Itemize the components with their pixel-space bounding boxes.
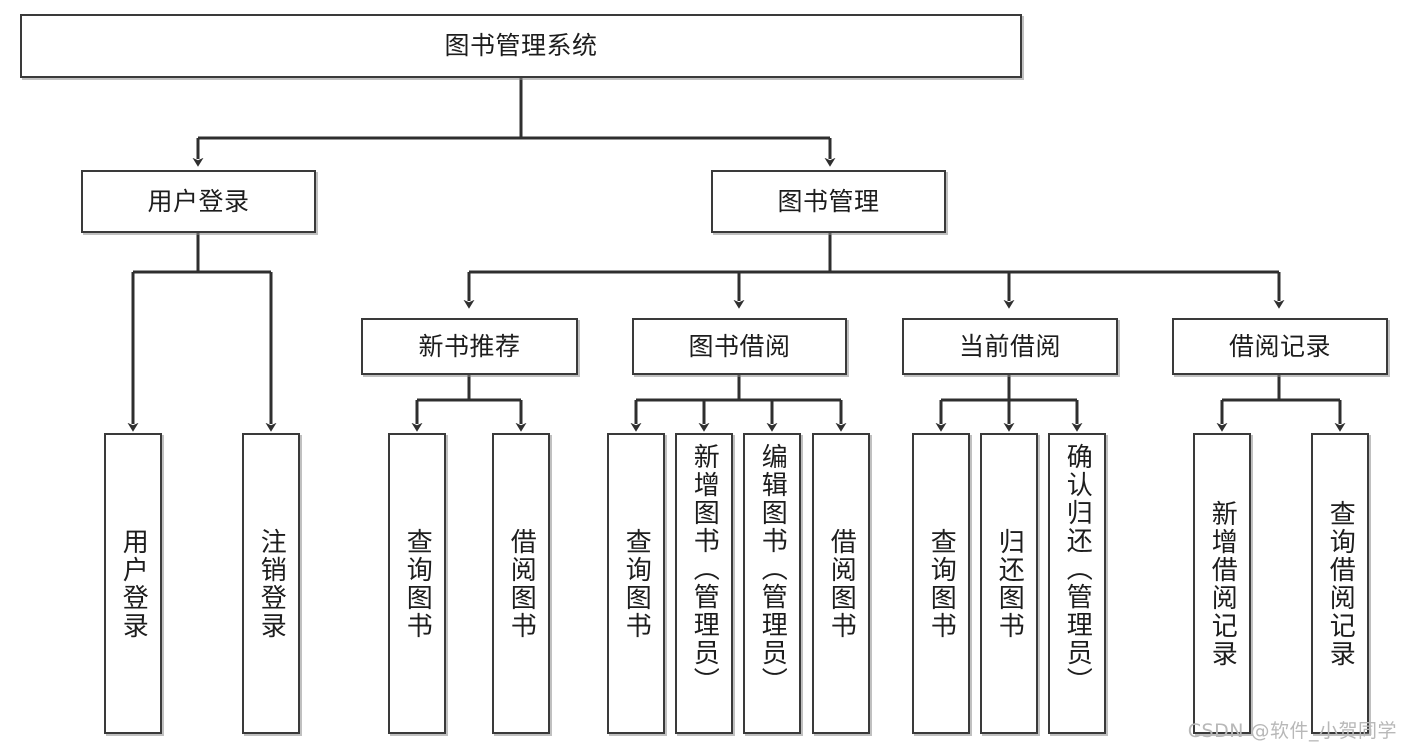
leaf-borrow-book-1[interactable]: 借阅图书 (492, 433, 550, 734)
node-label: 借阅图书 (826, 527, 857, 640)
leaf-logout-login[interactable]: 注销登录 (242, 433, 300, 734)
node-label: 确认归还（管理员） (1062, 443, 1093, 695)
node-book-manage[interactable]: 图书管理 (711, 170, 946, 233)
node-label: 新增借阅记录 (1207, 499, 1238, 668)
node-label: 查询借阅记录 (1325, 499, 1356, 668)
leaf-user-login[interactable]: 用户登录 (104, 433, 162, 734)
node-label: 新书推荐 (418, 331, 521, 361)
node-book-borrow[interactable]: 图书借阅 (632, 318, 847, 375)
leaf-borrow-book-2[interactable]: 借阅图书 (812, 433, 870, 734)
leaf-return-book[interactable]: 归还图书 (980, 433, 1038, 734)
node-label: 编辑图书（管理员） (757, 443, 788, 695)
node-label: 图书借阅 (688, 331, 791, 361)
node-label: 查询图书 (402, 527, 433, 640)
node-borrow-record[interactable]: 借阅记录 (1172, 318, 1388, 375)
leaf-confirm-return[interactable]: 确认归还（管理员） (1048, 433, 1106, 734)
leaf-add-book[interactable]: 新增图书（管理员） (675, 433, 733, 734)
node-label: 借阅记录 (1228, 331, 1331, 361)
node-root-system[interactable]: 图书管理系统 (20, 14, 1022, 78)
node-label: 图书管理 (777, 186, 880, 216)
leaf-query-book-1[interactable]: 查询图书 (388, 433, 446, 734)
leaf-query-book-2[interactable]: 查询图书 (607, 433, 665, 734)
node-label: 查询图书 (621, 527, 652, 640)
node-label: 查询图书 (926, 527, 957, 640)
node-label: 新增图书（管理员） (689, 443, 720, 695)
node-user-login[interactable]: 用户登录 (81, 170, 316, 233)
node-current-borrow[interactable]: 当前借阅 (902, 318, 1118, 375)
node-label: 借阅图书 (506, 527, 537, 640)
node-label: 用户登录 (118, 527, 149, 640)
node-label: 归还图书 (994, 527, 1025, 640)
node-label: 注销登录 (256, 527, 287, 640)
node-label: 用户登录 (147, 186, 250, 216)
leaf-edit-book[interactable]: 编辑图书（管理员） (743, 433, 801, 734)
leaf-query-record[interactable]: 查询借阅记录 (1311, 433, 1369, 734)
csdn-watermark: CSDN @软件_小贺同学 (1187, 720, 1397, 742)
leaf-query-book-3[interactable]: 查询图书 (912, 433, 970, 734)
leaf-add-record[interactable]: 新增借阅记录 (1193, 433, 1251, 734)
node-label: 当前借阅 (958, 331, 1061, 361)
node-new-book-rec[interactable]: 新书推荐 (361, 318, 578, 375)
node-label: 图书管理系统 (444, 31, 598, 61)
